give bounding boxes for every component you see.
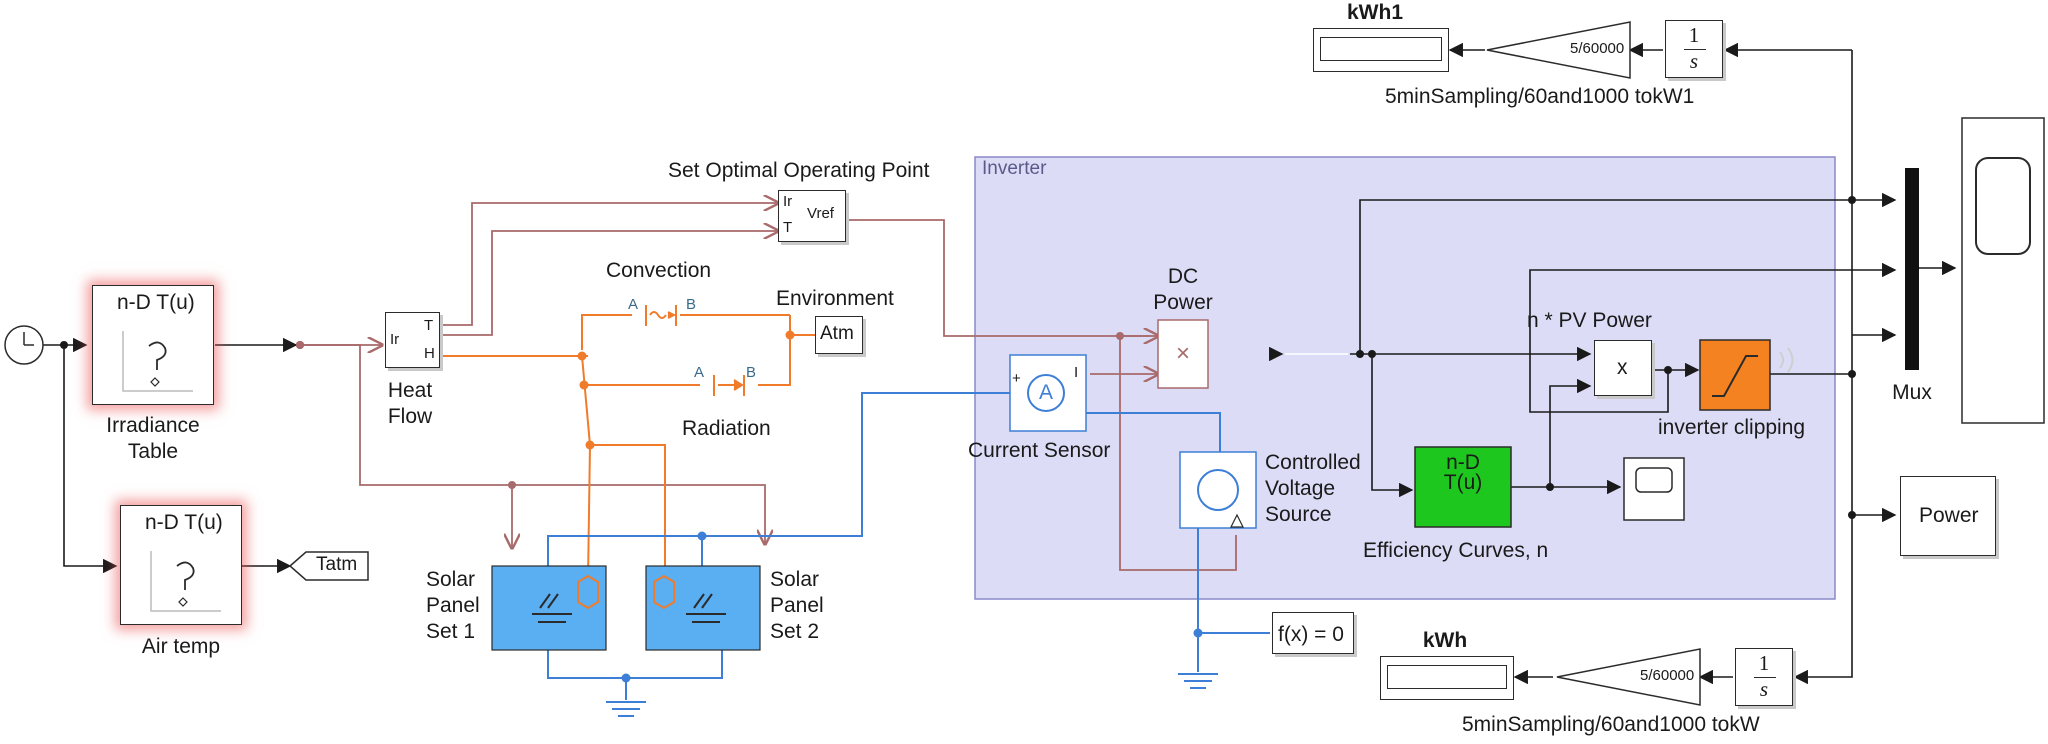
kwh1-caption: 5minSampling/60and1000 tokW1 (1385, 85, 1695, 108)
current-sensor-label: Current Sensor (968, 439, 1111, 462)
tatm-goto (288, 551, 369, 581)
kwh-label: kWh (1422, 629, 1468, 652)
kwh1-label: kWh1 (1346, 1, 1404, 24)
kwh1-integrator-block[interactable]: 1 s (1665, 20, 1723, 78)
dc-power-label-1: DC (1167, 265, 1199, 288)
cvs-label-2: Voltage (1265, 477, 1336, 500)
radiation-port-b: B (746, 364, 757, 381)
optimal-port-ir: Ir (783, 193, 793, 210)
convection-port-a: A (628, 296, 639, 313)
kwh-caption: 5minSampling/60and1000 tokW (1462, 713, 1760, 736)
atm-text: Atm (820, 323, 854, 344)
thermal-lines (440, 314, 815, 581)
kwh1-gain-block (1486, 21, 1631, 79)
optimal-port-vref: Vref (807, 205, 834, 222)
radiation-port-a: A (694, 364, 705, 381)
power-block[interactable]: Power (1900, 476, 1996, 556)
environment-label: Environment (776, 287, 894, 310)
inverter-subsystem (974, 156, 1836, 600)
solar2-label-3: Set 2 (770, 620, 820, 643)
ground-symbols (606, 673, 1218, 717)
clipping-label: inverter clipping (1658, 416, 1806, 439)
kwh1-display-block[interactable] (1313, 28, 1449, 72)
kwh1-int-den: s (1689, 49, 1699, 73)
cvs-label-3: Source (1265, 503, 1332, 526)
solar2-label-1: Solar (770, 568, 820, 591)
kwh-gain-block (1556, 648, 1701, 706)
irradiance-table-block[interactable]: n-D T(u) (92, 285, 214, 405)
heat-flow-label-2: Flow (387, 405, 433, 428)
solver-label: f(x) = 0 (1278, 623, 1344, 646)
convection-port-b: B (686, 296, 697, 313)
optimal-operating-point-block[interactable]: Ir T Vref (778, 190, 846, 242)
heat-flow-label-1: Heat (387, 379, 433, 402)
air-temp-label: Air temp (141, 635, 221, 658)
kwh-int-den: s (1759, 677, 1769, 701)
radiation-label: Radiation (682, 417, 771, 440)
kwh-integrator-block[interactable]: 1 s (1735, 648, 1793, 706)
kwh-int-num: 1 (1758, 651, 1770, 675)
tatm-label: Tatm (316, 554, 358, 575)
clock-icon (4, 325, 44, 365)
dc-power-label-2: Power (1153, 291, 1213, 314)
optimal-port-t: T (783, 219, 793, 236)
dc-power-symbol: × (1175, 340, 1191, 367)
heat-flow-port-t: T (424, 317, 434, 334)
efficiency-header-2: T(u) (1443, 471, 1483, 494)
mux-label: Mux (1892, 381, 1932, 404)
mux-block (1905, 168, 1919, 370)
pv-power-multiplier-block[interactable]: x (1594, 340, 1652, 396)
power-label: Power (1919, 504, 1979, 527)
optimal-title: Set Optimal Operating Point (668, 159, 930, 182)
pv-power-label: n * PV Power (1527, 309, 1652, 332)
physical-links (300, 203, 1237, 571)
kwh-display-block[interactable] (1380, 656, 1514, 700)
current-sensor-port-plus: + (1012, 370, 1021, 387)
solar1-label-2: Panel (426, 594, 480, 617)
irradiance-label-2: Table (127, 440, 179, 463)
atm-block[interactable]: Atm (815, 316, 863, 354)
convection-label: Convection (606, 259, 712, 282)
solar1-label-1: Solar (426, 568, 476, 591)
efficiency-label: Efficiency Curves, n (1363, 539, 1549, 562)
current-sensor-port-i: I (1074, 364, 1079, 381)
irradiance-label-1: Irradiance (106, 414, 200, 437)
lookup-table-icon (150, 551, 221, 612)
heat-flow-block[interactable]: Ir T H (385, 312, 440, 368)
radiation-element (713, 375, 745, 396)
solar1-label-3: Set 1 (426, 620, 476, 643)
heat-flow-port-ir: Ir (390, 331, 400, 348)
kwh1-int-num: 1 (1688, 23, 1700, 47)
kwh1-gain: 5/60000 (1570, 40, 1625, 57)
air-temp-block[interactable]: n-D T(u) (120, 505, 242, 625)
air-temp-header: n-D T(u) (145, 511, 223, 534)
cvs-label-1: Controlled (1265, 451, 1361, 474)
efficiency-curves-block (1414, 446, 1512, 528)
convection-element (645, 305, 677, 326)
signal-lines (38, 42, 1957, 685)
pv-power-symbol: x (1617, 356, 1628, 379)
heat-flow-port-h: H (424, 345, 435, 362)
solar2-label-2: Panel (770, 594, 824, 617)
lookup-table-icon (122, 331, 193, 392)
current-sensor-symbol: A (1038, 381, 1054, 404)
dc-power-block (1157, 319, 1209, 389)
solver-config-block[interactable]: f(x) = 0 (1272, 612, 1354, 654)
kwh-gain: 5/60000 (1640, 667, 1695, 684)
inverter-title: Inverter (982, 158, 1047, 179)
irradiance-header: n-D T(u) (117, 291, 195, 314)
efficiency-header-1: n-D (1446, 451, 1480, 474)
